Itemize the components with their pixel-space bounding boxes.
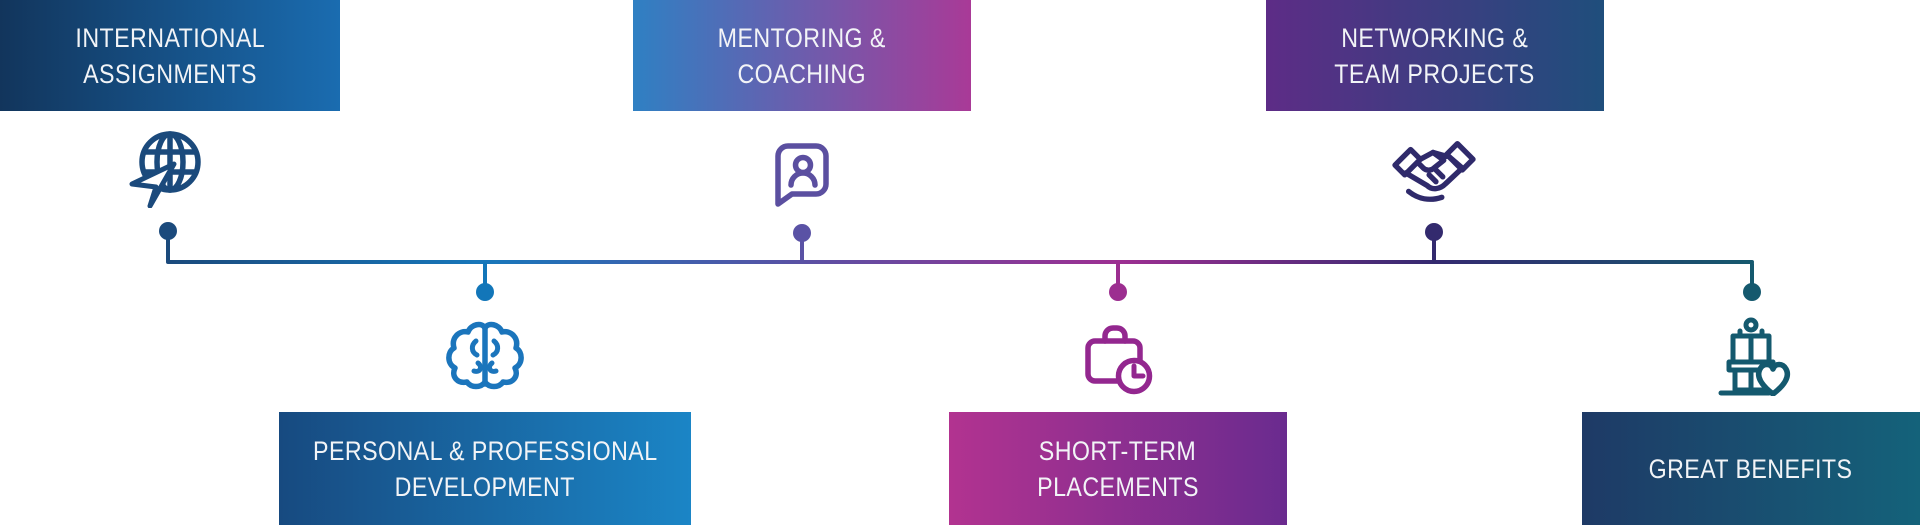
connector-dot xyxy=(476,283,494,301)
label-line: DEVELOPMENT xyxy=(394,471,576,502)
label-line: INTERNATIONAL xyxy=(75,22,265,53)
connector-stem xyxy=(800,235,804,263)
connector-stem xyxy=(483,262,487,293)
connector-dot xyxy=(159,222,177,240)
label-box: NETWORKING & TEAM PROJECTS xyxy=(1266,0,1604,111)
timeline-line xyxy=(166,260,1754,264)
globe-send-icon xyxy=(128,128,208,208)
label-line: COACHING xyxy=(737,58,867,89)
label-line: TEAM PROJECTS xyxy=(1334,58,1536,89)
connector-stem xyxy=(1432,234,1436,263)
label-line: SHORT-TERM xyxy=(1039,435,1197,466)
brain-icon xyxy=(445,314,525,394)
connector-dot xyxy=(1425,223,1443,241)
label-line: PLACEMENTS xyxy=(1037,471,1199,502)
label-line: MENTORING & xyxy=(717,22,887,53)
connector-dot xyxy=(1743,283,1761,301)
chat-person-icon xyxy=(762,132,842,212)
connector-dot xyxy=(793,224,811,242)
label-box: PERSONAL & PROFESSIONAL DEVELOPMENT xyxy=(279,412,691,525)
label-box: MENTORING & COACHING xyxy=(633,0,971,111)
connector-stem xyxy=(1116,262,1120,293)
label-line: ASSIGNMENTS xyxy=(83,58,257,89)
gift-heart-icon xyxy=(1711,316,1791,396)
handshake-icon xyxy=(1387,130,1481,208)
label-line: NETWORKING & xyxy=(1341,22,1529,53)
label-box: GREAT BENEFITS xyxy=(1582,412,1920,525)
label-line: GREAT BENEFITS xyxy=(1649,453,1853,484)
label-box: SHORT-TERM PLACEMENTS xyxy=(949,412,1287,525)
label-box: INTERNATIONAL ASSIGNMENTS xyxy=(0,0,340,111)
connector-stem xyxy=(166,233,170,263)
label-line: PERSONAL & PROFESSIONAL xyxy=(312,435,658,466)
connector-stem xyxy=(1750,262,1754,293)
briefcase-clock-icon xyxy=(1079,319,1159,399)
connector-dot xyxy=(1109,283,1127,301)
